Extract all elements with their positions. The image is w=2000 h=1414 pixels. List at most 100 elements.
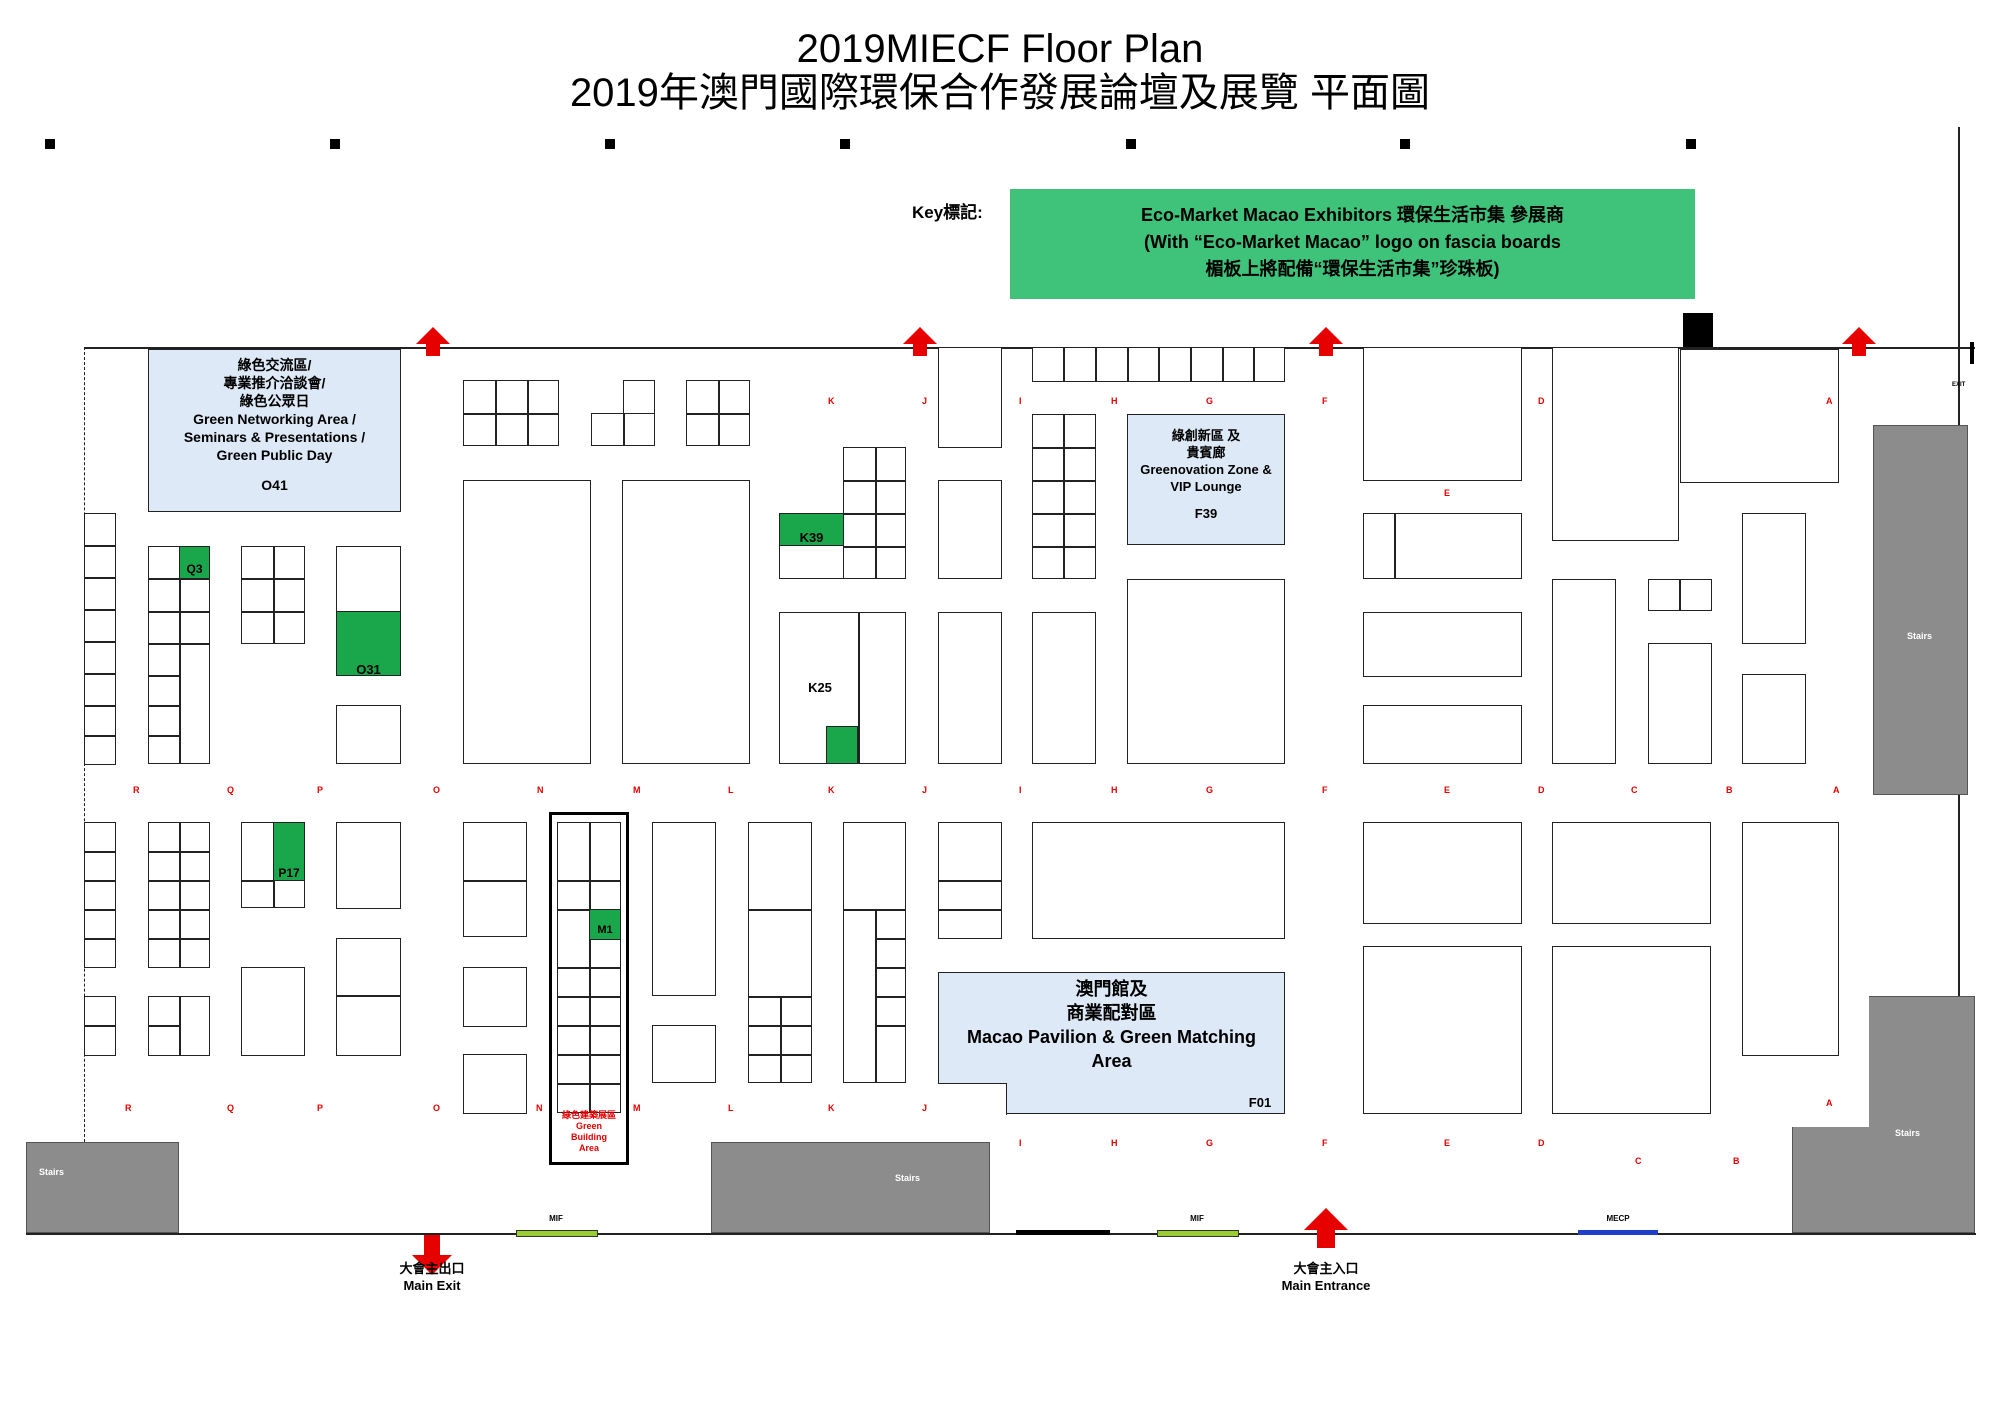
booth[interactable] [336, 705, 401, 764]
aisle-letter: G [1206, 785, 1214, 795]
booth-column[interactable] [843, 822, 906, 1083]
mif-door [1157, 1230, 1239, 1237]
mif-door [516, 1230, 598, 1237]
aisle-letter: A [1826, 396, 1833, 406]
booth-large[interactable] [622, 480, 750, 764]
booth-large[interactable] [463, 480, 591, 764]
zone-label: Greenovation Zone & [1140, 462, 1272, 477]
aisle-letter: M [633, 1103, 641, 1113]
booth[interactable] [652, 1025, 716, 1083]
booth-divider [148, 851, 210, 853]
aisle-letter: C [1631, 785, 1638, 795]
booth[interactable] [1363, 513, 1522, 579]
booth-large[interactable] [1680, 349, 1839, 483]
booth-divider [273, 880, 275, 908]
booth-divider [938, 909, 1002, 911]
aisle-letter: J [922, 1103, 928, 1113]
booth[interactable] [1032, 612, 1096, 764]
booth-divider [84, 938, 116, 940]
booth[interactable] [336, 996, 401, 1056]
booth[interactable] [463, 967, 527, 1027]
aisle-letter: R [125, 1103, 132, 1113]
booth-divider [1158, 347, 1160, 382]
booth-large[interactable] [1363, 822, 1522, 924]
booth-label: K39 [799, 530, 824, 545]
zone-label: Building [571, 1132, 607, 1142]
booth[interactable] [1648, 643, 1712, 764]
booth[interactable] [1363, 705, 1522, 764]
zone-green-networking[interactable]: 綠色交流區/ 專業推介洽談會/ 綠色公眾日 Green Networking A… [148, 349, 401, 512]
key-line: (With “Eco-Market Macao” logo on fascia … [1144, 232, 1561, 252]
booth-divider [557, 967, 621, 969]
stairs-label: Stairs [39, 1167, 65, 1177]
aisle-letter: Q [227, 1103, 235, 1113]
pillar-marker [1400, 139, 1410, 149]
booth[interactable] [652, 822, 716, 996]
booth-large[interactable] [1552, 347, 1679, 541]
booth-q3[interactable] [179, 546, 210, 579]
zone-greenovation[interactable]: 綠創新區 及 貴賓廊 Greenovation Zone & VIP Loung… [1127, 414, 1285, 545]
aisle-letter: I [1019, 1138, 1022, 1148]
pillar-marker [840, 139, 850, 149]
booth-divider [1032, 546, 1096, 548]
emergency-exit-arrow [1842, 327, 1876, 356]
aisle-letter: E [1444, 1138, 1451, 1148]
booth[interactable] [1742, 674, 1806, 764]
zone-label: Green Networking Area / [193, 411, 356, 427]
booth-m1[interactable] [589, 909, 621, 940]
zone-cutout [938, 1083, 1007, 1115]
booth-divider [1063, 414, 1065, 579]
aisle-letter: L [728, 1103, 734, 1113]
aisle-letter: G [1206, 396, 1214, 406]
booth-large[interactable] [1363, 347, 1522, 481]
booth-divider [273, 546, 275, 644]
zone-label: Green [575, 1121, 602, 1131]
entrance-label-zh: 大會主入口 [1293, 1261, 1359, 1276]
booth[interactable] [623, 380, 655, 414]
booth-divider [1679, 579, 1681, 611]
pillar-marker [1126, 139, 1136, 149]
booth[interactable] [463, 822, 527, 937]
booth-column[interactable] [84, 822, 116, 968]
booth-o31[interactable] [336, 611, 401, 676]
aisle-letter: H [1111, 785, 1118, 795]
zone-green-building[interactable] [549, 812, 629, 1165]
booth-large[interactable] [1552, 946, 1711, 1114]
main-exit-label[interactable]: 大會主出口 Main Exit [372, 1260, 492, 1294]
booth-divider [1032, 513, 1096, 515]
booth[interactable] [938, 480, 1002, 579]
booth-large[interactable] [1742, 822, 1839, 1056]
booth-large[interactable] [1363, 946, 1522, 1114]
aisle-letter: E [1444, 785, 1451, 795]
booth-divider [875, 996, 906, 998]
aisle-letter: J [922, 396, 928, 406]
booth-divider [858, 612, 860, 764]
main-entrance-label[interactable]: 大會主入口 Main Entrance [1263, 1260, 1389, 1294]
booth[interactable] [336, 938, 401, 996]
booth-k39[interactable] [779, 513, 844, 546]
booth[interactable] [241, 967, 305, 1056]
booth[interactable] [1552, 579, 1616, 764]
booth-divider [148, 705, 180, 707]
booth[interactable] [938, 347, 1002, 448]
booth[interactable] [938, 612, 1002, 764]
booth-k25-eco[interactable] [826, 726, 858, 764]
booth-divider [84, 545, 116, 547]
zone-label: Green Public Day [216, 447, 333, 463]
booth-column[interactable] [84, 513, 116, 765]
booth-large[interactable] [1552, 822, 1711, 924]
booth-divider [843, 513, 906, 515]
hall-bottom-wall [26, 1233, 1976, 1235]
booth[interactable] [1742, 513, 1806, 644]
booth[interactable] [336, 546, 401, 612]
booth[interactable] [336, 822, 401, 909]
booth-p17[interactable] [273, 822, 305, 881]
booth[interactable] [1363, 612, 1522, 677]
booth[interactable] [463, 1054, 527, 1114]
booth-large[interactable] [1127, 579, 1285, 764]
booth-divider [875, 1025, 906, 1027]
emergency-exit-arrow [416, 327, 450, 356]
booth-divider [1190, 347, 1192, 382]
booth-large[interactable] [1032, 822, 1285, 939]
booth-divider [780, 996, 782, 1083]
